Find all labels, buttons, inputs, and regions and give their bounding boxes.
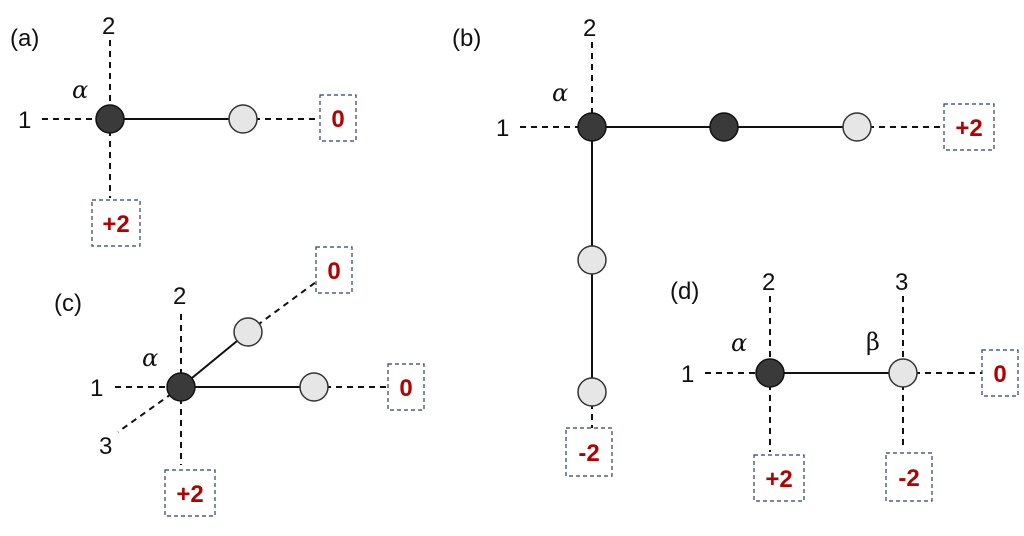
panel-b-tag: (b)	[452, 25, 481, 52]
panel-c-label-1: 1	[90, 375, 103, 402]
panel-a-vertex-alpha	[95, 104, 125, 134]
panel-d-label-alpha: α	[731, 329, 747, 357]
panel-c-label-3: 3	[99, 433, 112, 460]
panel-c-charge-box-right	[387, 363, 425, 411]
panel-c-charge-box-diagonal	[315, 246, 353, 294]
panel-a-label-1: 1	[18, 107, 31, 134]
panel-c-vertex-alpha	[166, 372, 196, 402]
panel-c-charge-right: 0	[399, 375, 412, 402]
panel-d-label-beta: β	[866, 328, 880, 356]
panel-b-label-alpha: α	[552, 79, 568, 107]
panel-d-vertex-alpha	[755, 358, 785, 388]
panel-d: (d) 2 1 3 α β 0 +2 -2	[670, 269, 1019, 502]
panel-c-charge-box-bottom	[164, 469, 216, 517]
panel-c-node-diagonal	[233, 317, 263, 347]
panel-d-tag: (d)	[670, 278, 699, 305]
panel-b-charge-box-bottom	[565, 427, 613, 477]
panel-b-vertex-alpha	[577, 112, 607, 142]
panel-b-charge-bottom: -2	[578, 440, 599, 467]
panel-c-label-2: 2	[173, 283, 186, 310]
panel-d-charge-box-right	[981, 349, 1019, 397]
panel-d-charge-box-alpha	[753, 454, 805, 502]
panel-d-label-2: 2	[762, 269, 775, 296]
panel-d-charge-right: 0	[993, 361, 1006, 388]
panel-a-charge-right: 0	[331, 106, 344, 133]
panel-b-charge-box-right	[943, 103, 995, 151]
panel-b-charge-right: +2	[955, 115, 982, 142]
panel-c-charge-diagonal: 0	[327, 258, 340, 285]
panel-b-label-1: 1	[496, 115, 509, 142]
panel-d-vertex-beta	[888, 358, 918, 388]
panel-b-node-dark	[709, 112, 739, 142]
panel-d-charge-box-beta	[885, 452, 933, 502]
panel-b-node-middle	[577, 245, 607, 275]
panel-c-label-alpha: α	[142, 344, 158, 372]
panel-a: (a) 2 1 α 0 +2	[10, 13, 357, 247]
panel-b-node-right	[842, 112, 872, 142]
panel-a-charge-bottom: +2	[102, 211, 129, 238]
panel-d-charge-alpha: +2	[765, 466, 792, 493]
panel-a-label-2: 2	[102, 13, 115, 40]
panel-c-node-right	[299, 372, 329, 402]
panel-c-charge-bottom: +2	[176, 481, 203, 508]
panel-a-charge-box-bottom	[91, 199, 141, 247]
panel-d-label-3: 3	[895, 269, 908, 296]
panel-b-node-bottom	[577, 377, 607, 407]
panel-a-charge-box-right	[319, 94, 357, 142]
panel-c-tag: (c)	[54, 290, 82, 317]
panel-b-label-2: 2	[583, 15, 596, 42]
panel-b: (b) 2 1 α +2 -2	[452, 15, 995, 477]
panel-a-label-alpha: α	[72, 76, 88, 104]
panel-a-node	[228, 104, 258, 134]
panel-d-label-1: 1	[681, 361, 694, 388]
panel-c: (c) 2 1 3 α 0 0 +2	[54, 246, 425, 517]
panel-d-charge-beta: -2	[898, 465, 919, 492]
panel-a-tag: (a)	[10, 25, 39, 52]
